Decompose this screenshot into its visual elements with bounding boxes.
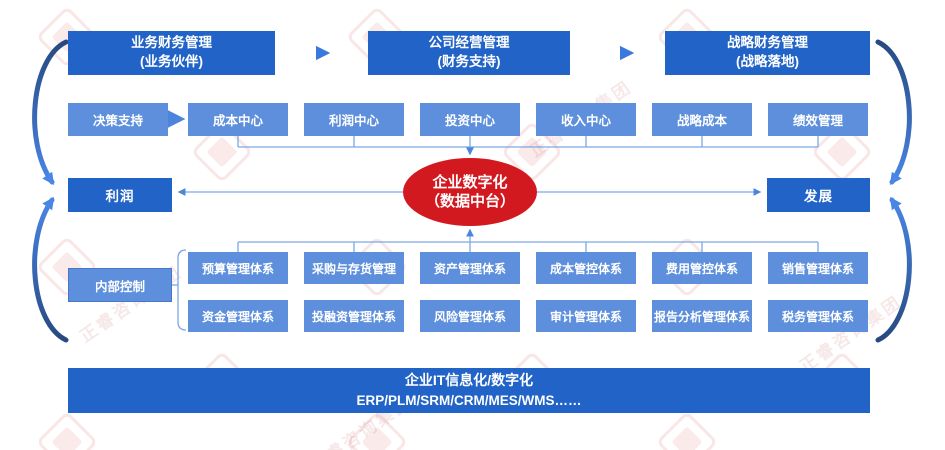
node-label: 报告分析管理体系 [653,309,750,324]
node-cost-control-system: 成本管控体系 [536,252,636,284]
node-label: 资产管理体系 [433,261,506,276]
node-strategic-finance-mgmt: 战略财务管理 (战略落地) [665,31,870,75]
node-cost-center: 成本中心 [188,103,288,136]
curve-arrow-right-top [875,39,912,185]
node-label: 审计管理体系 [549,309,622,324]
node-revenue-center: 收入中心 [536,103,636,136]
node-subtitle: (财务支持) [437,54,501,69]
node-investment-center: 投资中心 [420,103,520,136]
node-business-finance-mgmt: 业务财务管理 (业务伙伴) [68,31,275,75]
node-label: 绩效管理 [792,114,843,128]
node-title: 公司经营管理 [428,35,510,51]
node-subtitle: (战略落地) [736,54,799,69]
watermark-logo [35,410,99,450]
node-performance-mgmt: 绩效管理 [768,103,868,136]
node-label: 投融资管理体系 [311,309,396,324]
node-label: 战略成本 [676,114,727,128]
node-label: 费用管控体系 [665,261,738,276]
node-investment-financing-mgmt: 投融资管理体系 [304,300,404,332]
hub-enterprise-digitalization: 企业数字化 （数据中台） [403,158,537,226]
node-label: 利润中心 [328,114,379,128]
node-procurement-inventory-mgmt: 采购与存货管理 [304,252,404,284]
node-label: 风险管理体系 [433,309,506,324]
node-label: 收入中心 [560,114,611,128]
foundation-title: 企业IT信息化/数字化 [404,371,534,388]
node-label: 发展 [804,189,833,204]
node-profit-center: 利润中心 [304,103,404,136]
node-sales-mgmt-system: 销售管理体系 [768,252,868,284]
node-development: 发展 [767,178,870,212]
node-label: 资金管理体系 [201,309,274,324]
hub-subtitle: （数据中台） [424,193,515,210]
node-strategic-cost: 战略成本 [652,103,752,136]
node-label: 采购与存货管理 [311,261,396,276]
node-profit: 利润 [68,178,172,212]
node-decision-support: 决策支持 [68,103,168,136]
hub-title: 企业数字化 [432,173,508,191]
node-label: 预算管理体系 [201,261,274,276]
node-budget-mgmt-system: 预算管理体系 [188,252,288,284]
node-title: 战略财务管理 [727,35,808,51]
node-audit-mgmt-system: 审计管理体系 [536,300,636,332]
node-report-analysis-mgmt-system: 报告分析管理体系 [652,300,752,332]
foundation-it-bar: 企业IT信息化/数字化 ERP/PLM/SRM/CRM/MES/WMS…… [68,368,870,413]
node-label: 投资中心 [444,114,495,128]
node-internal-control: 内部控制 [68,268,172,302]
node-label: 税务管理体系 [781,309,854,324]
node-risk-mgmt-system: 风险管理体系 [420,300,520,332]
node-label: 成本中心 [212,114,263,128]
node-asset-mgmt-system: 资产管理体系 [420,252,520,284]
node-tax-mgmt-system: 税务管理体系 [768,300,868,332]
watermark-logo [655,410,719,450]
node-fund-mgmt-system: 资金管理体系 [188,300,288,332]
node-company-operation-mgmt: 公司经营管理 (财务支持) [368,31,570,75]
node-label: 销售管理体系 [781,261,854,276]
node-label: 内部控制 [94,279,145,294]
node-expense-control-system: 费用管控体系 [652,252,752,284]
node-title: 业务财务管理 [131,35,212,51]
connector-systems-to-hub [237,241,819,252]
node-label: 成本管控体系 [549,261,622,276]
foundation-systems-list: ERP/PLM/SRM/CRM/MES/WMS…… [356,392,582,408]
node-label: 决策支持 [92,114,143,128]
node-subtitle: (业务伙伴) [140,54,203,69]
node-label: 利润 [105,189,135,204]
